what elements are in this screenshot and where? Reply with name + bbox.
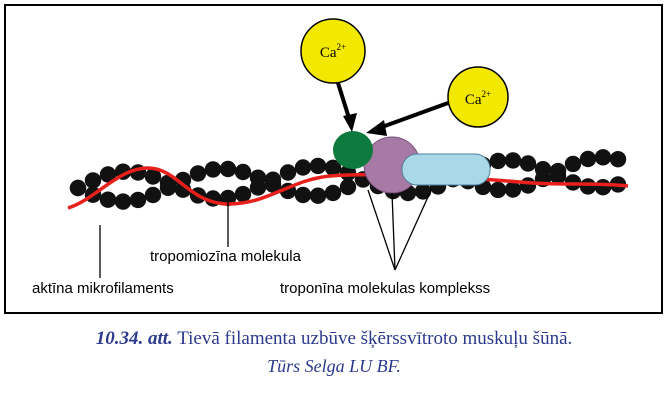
actin-bead	[189, 165, 207, 182]
pointer-troponin-a	[367, 189, 396, 271]
arrow-head	[366, 120, 387, 136]
figure-credit: Tūrs Selga LU BF.	[267, 356, 401, 376]
calcium-ion-2: Ca2+	[447, 66, 509, 128]
actin-bead	[294, 159, 312, 176]
actin-bead	[99, 166, 117, 183]
actin-bead	[594, 149, 612, 166]
calcium-ion-symbol: Ca	[320, 45, 337, 61]
actin-bead	[84, 172, 102, 189]
calcium-ion-circle	[300, 18, 366, 84]
pointer-lines	[99, 187, 433, 278]
troponin-complex	[333, 131, 491, 194]
actin-bead	[489, 181, 507, 199]
actin-bead	[324, 184, 342, 202]
calcium-ion-label: Ca2+	[320, 42, 346, 61]
actin-bead	[279, 164, 297, 181]
calcium-ion-charge: 2+	[482, 89, 492, 99]
actin-bead	[549, 167, 567, 185]
actin-bead	[144, 186, 162, 204]
actin-bead	[309, 157, 327, 175]
actin-bead	[519, 177, 537, 194]
calcium-ion-charge: 2+	[337, 42, 347, 52]
actin-bead	[99, 191, 117, 208]
actin-bead	[504, 152, 522, 169]
actin-bead	[609, 151, 627, 168]
thin-filament-diagram: Ca2+ Ca2+ tropomiozīna molekula aktīna m…	[4, 4, 663, 314]
actin-bead	[159, 174, 177, 191]
figure-frame	[4, 4, 663, 314]
calcium-ion-circle	[447, 66, 509, 128]
actin-bead	[234, 163, 252, 181]
actin-bead	[579, 178, 597, 195]
calcium-ion-symbol: Ca	[465, 92, 482, 108]
actin-bead	[114, 193, 132, 210]
pointer-troponin-c	[394, 187, 433, 271]
actin-bead	[519, 155, 537, 172]
arrow-head	[343, 113, 357, 132]
actin-label: aktīna mikrofilaments	[32, 280, 174, 297]
troponin-label: troponīna molekulas komplekss	[280, 280, 490, 297]
actin-bead	[579, 150, 597, 168]
calcium-ion-1: Ca2+	[300, 18, 366, 84]
actin-bead	[414, 183, 432, 200]
actin-bead	[309, 187, 327, 204]
actin-bead	[504, 181, 522, 198]
actin-bead	[294, 186, 312, 204]
calcium-arrow-2	[366, 101, 449, 136]
troponin-subunit-blue	[401, 153, 491, 186]
actin-bead	[144, 168, 162, 185]
figure-number: 10.34. att.	[95, 328, 173, 349]
calcium-ion-label: Ca2+	[465, 89, 491, 108]
arrow-shaft	[336, 82, 351, 119]
actin-bead	[69, 179, 87, 197]
figure-caption: 10.34. att. Tievā filamenta uzbūve šķērs…	[0, 328, 668, 350]
troponin-subunit-green	[333, 131, 373, 169]
actin-bead	[204, 161, 222, 178]
pointer-troponin-b	[391, 192, 396, 271]
actin-bead	[219, 160, 237, 178]
actin-bead	[264, 171, 282, 188]
caption-text: Tievā filamenta uzbūve šķērssvītroto mus…	[172, 328, 573, 349]
calcium-arrow-1	[336, 82, 357, 132]
actin-bead	[489, 152, 507, 170]
arrow-shaft	[381, 101, 449, 129]
actin-bead	[564, 155, 582, 173]
actin-bead	[594, 179, 612, 196]
actin-bead	[339, 178, 357, 196]
actin-bead	[129, 191, 147, 209]
actin-bead	[249, 179, 267, 196]
actin-bead	[534, 161, 552, 178]
actin-bead	[324, 159, 342, 176]
actin-bead	[234, 185, 252, 203]
tropomyosin-molecule	[67, 166, 629, 210]
tropomyosin-label: tropomiozīna molekula	[150, 248, 302, 265]
